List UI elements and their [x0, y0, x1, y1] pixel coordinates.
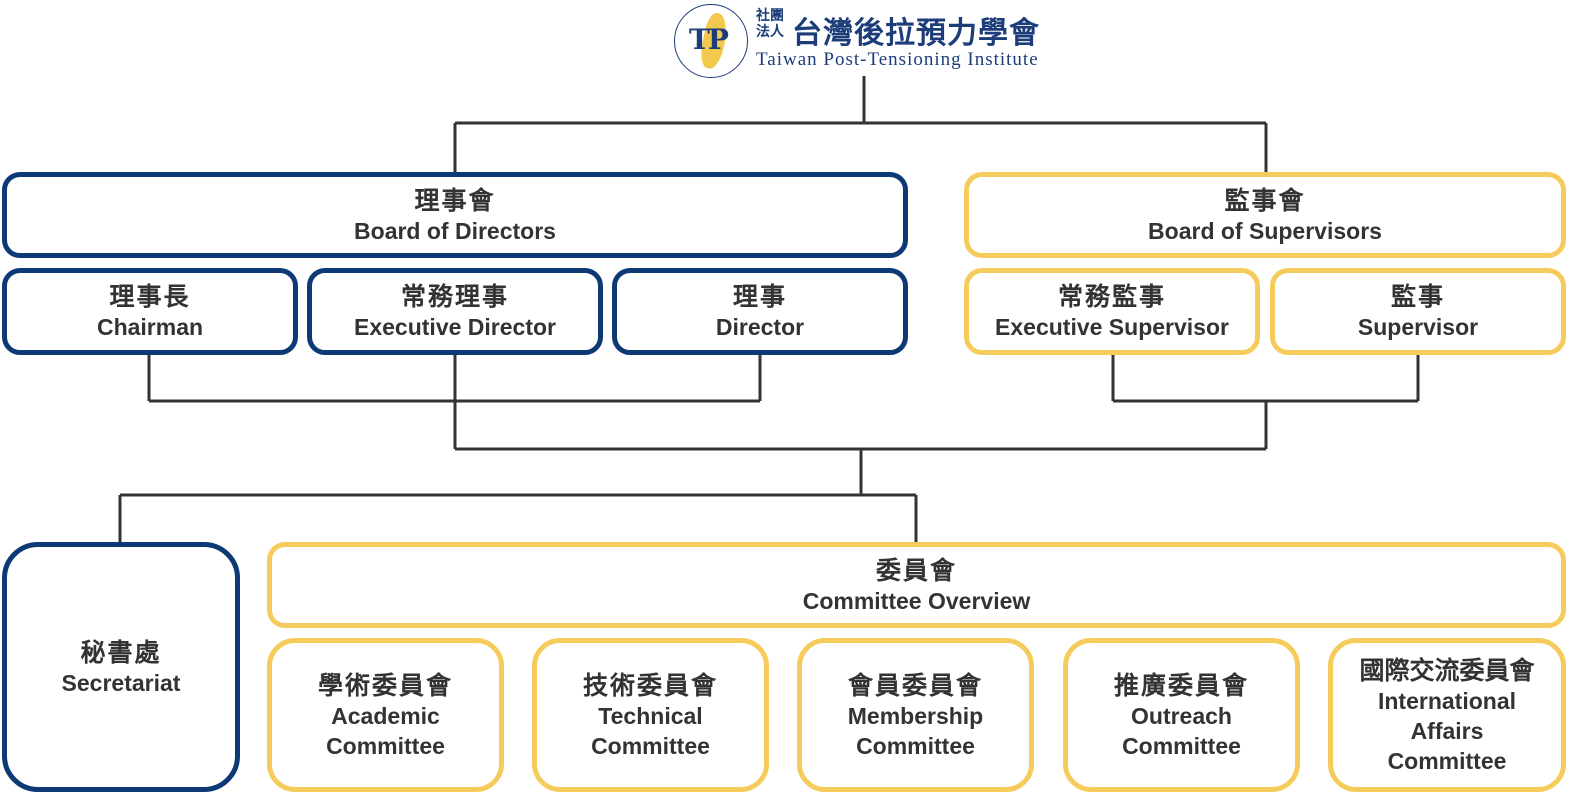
international-affairs-committee-en-line1: International: [1377, 687, 1516, 714]
membership-committee-en-line1: Membership: [847, 702, 984, 729]
technical-committee-box: 技術委員會 Technical Committee: [532, 638, 769, 792]
logo-emblem: TP: [674, 4, 748, 78]
committee-overview-box: 委員會 Committee Overview: [267, 542, 1566, 628]
committee-overview-zh: 委員會: [875, 555, 957, 585]
board-of-supervisors-en: Board of Supervisors: [1148, 217, 1382, 244]
secretariat-en: Secretariat: [61, 669, 181, 696]
director-zh: 理事: [732, 282, 787, 311]
logo-small-text: 社團法人: [756, 8, 784, 40]
academic-committee-zh: 學術委員會: [317, 670, 453, 700]
membership-committee-en-line2: Committee: [856, 732, 975, 759]
secretariat-box: 秘書處 Secretariat: [2, 542, 240, 792]
executive-supervisor-zh: 常務監事: [1057, 282, 1166, 311]
membership-committee-box: 會員委員會 Membership Committee: [797, 638, 1034, 792]
executive-supervisor-box: 常務監事 Executive Supervisor: [964, 268, 1260, 355]
executive-supervisor-en: Executive Supervisor: [995, 314, 1229, 340]
supervisor-zh: 監事: [1390, 282, 1445, 311]
international-affairs-committee-en-line3: Committee: [1387, 747, 1507, 774]
board-of-directors-box: 理事會 Board of Directors: [2, 172, 908, 258]
supervisor-en: Supervisor: [1357, 314, 1479, 340]
committee-overview-en: Committee Overview: [802, 587, 1031, 614]
outreach-committee-en-line2: Committee: [1122, 732, 1241, 759]
academic-committee-box: 學術委員會 Academic Committee: [267, 638, 504, 792]
outreach-committee-en-line1: Outreach: [1131, 702, 1232, 729]
secretariat-zh: 秘書處: [80, 637, 162, 667]
chairman-box: 理事長 Chairman: [2, 268, 298, 355]
outreach-committee-box: 推廣委員會 Outreach Committee: [1063, 638, 1300, 792]
logo-chinese-name: 台灣後拉預力學會: [792, 16, 1040, 51]
logo-english-name: Taiwan Post-Tensioning Institute: [756, 49, 1039, 70]
outreach-committee-zh: 推廣委員會: [1113, 670, 1249, 700]
membership-committee-zh: 會員委員會: [847, 670, 983, 700]
chairman-zh: 理事長: [109, 282, 191, 311]
chairman-en: Chairman: [96, 314, 204, 340]
executive-director-box: 常務理事 Executive Director: [307, 268, 603, 355]
director-box: 理事 Director: [612, 268, 908, 355]
institute-logo: TP 社團法人 台灣後拉預力學會 Taiwan Post-Tensioning …: [672, 4, 1062, 78]
international-affairs-committee-en-line2: Affairs: [1410, 717, 1484, 744]
technical-committee-en-line1: Technical: [598, 702, 703, 729]
board-of-directors-zh: 理事會: [414, 185, 496, 215]
academic-committee-en-line2: Committee: [326, 732, 445, 759]
director-en: Director: [715, 314, 805, 340]
board-of-supervisors-zh: 監事會: [1224, 185, 1306, 215]
executive-director-zh: 常務理事: [400, 282, 509, 311]
international-affairs-committee-zh: 國際交流委員會: [1359, 655, 1535, 685]
executive-director-en: Executive Director: [354, 314, 556, 340]
technical-committee-zh: 技術委員會: [582, 670, 718, 700]
supervisor-box: 監事 Supervisor: [1270, 268, 1566, 355]
board-of-directors-en: Board of Directors: [354, 217, 556, 244]
technical-committee-en-line2: Committee: [591, 732, 710, 759]
logo-monogram: TP: [689, 23, 729, 56]
board-of-supervisors-box: 監事會 Board of Supervisors: [964, 172, 1566, 258]
international-affairs-committee-box: 國際交流委員會 International Affairs Committee: [1328, 638, 1566, 792]
academic-committee-en-line1: Academic: [331, 702, 440, 729]
